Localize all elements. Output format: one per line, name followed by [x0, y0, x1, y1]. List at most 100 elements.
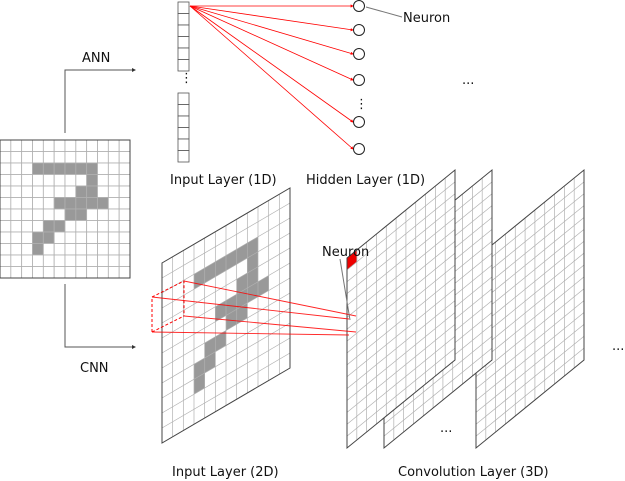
pixel: [86, 185, 98, 198]
pixel: [107, 243, 120, 256]
pixel: [10, 185, 23, 198]
input-cell: [177, 150, 190, 163]
input-cell: [177, 24, 190, 37]
grid-line: [346, 324, 456, 413]
input-cell: [177, 104, 190, 117]
pixel: [21, 162, 33, 175]
pixel: [32, 162, 44, 175]
pixel: [118, 231, 131, 244]
pixel: [75, 220, 88, 233]
pixel: [21, 185, 33, 198]
pixel: [97, 208, 109, 221]
pixel: [0, 162, 12, 175]
pixel: [42, 197, 55, 210]
pixel: [118, 162, 131, 175]
grid-line: [383, 347, 493, 437]
pixel: [21, 151, 33, 164]
pixel: [86, 231, 98, 244]
pixel: [10, 174, 23, 187]
input-ellipsis-vertical: ⋮: [180, 71, 193, 86]
pixel: [86, 174, 98, 187]
grid-line: [161, 232, 291, 309]
grid-line: [475, 217, 585, 306]
pixel: [53, 220, 66, 233]
grid-line: [161, 292, 291, 369]
pixel: [118, 185, 131, 198]
pixel: [118, 243, 131, 256]
grid-line: [475, 288, 585, 378]
pixel: [53, 185, 66, 198]
pixel: [42, 266, 55, 279]
pixel: [247, 281, 258, 303]
pixel: [0, 208, 12, 221]
pixel: [107, 254, 120, 267]
pixel: [53, 266, 66, 279]
pixel: [0, 197, 12, 210]
pixel: [204, 261, 216, 283]
ann-branch-arrow: [64, 68, 136, 133]
pixel: [53, 151, 66, 164]
ann-label: ANN: [82, 51, 110, 66]
pixel: [118, 174, 131, 187]
pixel: [97, 174, 109, 187]
pixel: [97, 197, 109, 210]
input-cell: [177, 127, 190, 140]
pixel: [64, 266, 77, 279]
pixel: [247, 236, 258, 258]
pixel: [32, 139, 44, 152]
grid-line: [161, 247, 291, 324]
hidden-neuron: [353, 143, 365, 155]
input-cell: [177, 36, 190, 49]
pixel: [42, 243, 55, 256]
grid-line: [475, 276, 585, 366]
pixel: [118, 139, 131, 152]
grid-line: [161, 322, 291, 399]
pixel: [10, 208, 23, 221]
pixel: [226, 294, 237, 316]
hidden-ellipsis-horizontal: ...: [462, 73, 474, 88]
pixel: [64, 174, 77, 187]
cnn-input-layer-2d: [161, 187, 291, 444]
pixel: [107, 162, 120, 175]
pixel: [21, 266, 33, 279]
pixel: [97, 162, 109, 175]
input-cell: [177, 13, 190, 26]
pixel: [86, 266, 98, 279]
maps-ellipsis-right: ...: [612, 339, 624, 354]
pixel: [86, 208, 98, 221]
grid-line: [161, 202, 291, 279]
pixel: [0, 185, 12, 198]
pixel: [75, 243, 88, 256]
pixel: [10, 266, 23, 279]
pixel: [0, 266, 12, 279]
convolution-layer-3d-label: Convolution Layer (3D): [398, 465, 549, 480]
pixel: [64, 185, 77, 198]
receptive-field-line: [183, 280, 357, 317]
grid-line: [475, 324, 585, 413]
pixel: [42, 220, 55, 233]
pixel: [64, 231, 77, 244]
pixel: [194, 373, 205, 395]
pixel: [118, 197, 131, 210]
pixel: [10, 139, 23, 152]
pixel: [42, 139, 55, 152]
pixel: [32, 185, 44, 198]
pixel: [204, 336, 216, 358]
grid-line: [161, 352, 291, 429]
pixel: [21, 220, 33, 233]
pixel: [0, 231, 12, 244]
pixel: [107, 174, 120, 187]
pixel: [75, 185, 88, 198]
pixel: [53, 243, 66, 256]
grid-line: [346, 193, 456, 283]
pixel: [204, 351, 216, 373]
pixel: [53, 254, 66, 267]
input-cell: [177, 59, 190, 72]
grid-line: [346, 205, 456, 294]
pixel: [53, 231, 66, 244]
pixel: [42, 231, 55, 244]
pixel: [21, 243, 33, 256]
receptive-field-edge: [151, 315, 185, 333]
receptive-field-line: [151, 331, 350, 336]
